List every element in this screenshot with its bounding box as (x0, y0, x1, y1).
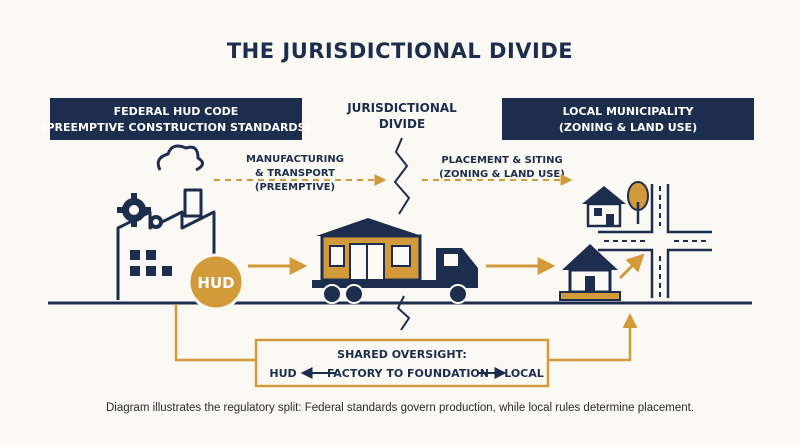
oversight-right-line (548, 313, 638, 362)
divide-label-line2: DIVIDE (379, 117, 425, 131)
diagram-caption: Diagram illustrates the regulatory split… (106, 402, 694, 414)
placement-label-line1: PLACEMENT & SITING (441, 155, 562, 166)
federal-hud-code-box: FEDERAL HUD CODE (PREEMPTIVE CONSTRUCTIO… (41, 98, 311, 140)
manufacturing-label-line3: (PREEMPTIVE) (255, 182, 335, 193)
truck-icon (312, 218, 478, 304)
local-subtitle: (ZONING & LAND USE) (559, 121, 697, 134)
divide-crack-upper (393, 137, 411, 215)
hud-badge-label: HUD (197, 274, 234, 292)
federal-title: FEDERAL HUD CODE (114, 105, 239, 118)
oversight-middle-label: FACTORY TO FOUNDATION (327, 367, 489, 380)
manufacturing-label-line1: MANUFACTURING (246, 154, 344, 165)
local-title: LOCAL MUNICIPALITY (563, 105, 695, 118)
oversight-left-line (174, 304, 256, 362)
shared-oversight-box: SHARED OVERSIGHT: HUD FACTORY TO FOUNDAT… (254, 338, 550, 388)
local-site-icon (559, 181, 712, 301)
divide-label-line1: JURISDICTIONAL (346, 101, 457, 115)
hud-badge: HUD (187, 253, 245, 311)
gear-icon (117, 193, 163, 229)
oversight-title: SHARED OVERSIGHT: (337, 348, 467, 361)
local-municipality-box: LOCAL MUNICIPALITY (ZONING & LAND USE) (502, 98, 754, 140)
oversight-right-label: LOCAL (504, 367, 544, 380)
oversight-left-label: HUD (269, 367, 296, 380)
federal-subtitle: (PREEMPTIVE CONSTRUCTION STANDARDS) (41, 121, 310, 134)
divide-crack-lower (396, 295, 411, 331)
manufacturing-label-line2: & TRANSPORT (255, 168, 335, 179)
page-title: THE JURISDICTIONAL DIVIDE (227, 39, 573, 63)
placement-label-line2: (ZONING & LAND USE) (439, 169, 565, 180)
